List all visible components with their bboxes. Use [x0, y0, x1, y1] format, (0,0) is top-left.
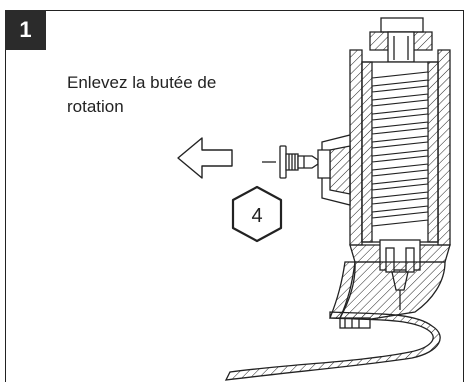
hex-key-size: 4 [251, 205, 262, 227]
rotation-stop-pin [262, 145, 319, 179]
left-arrow-icon [177, 137, 233, 179]
cylinder-assembly [317, 17, 451, 310]
pedal-lever [224, 261, 446, 381]
step-number-badge: 1 [5, 10, 46, 50]
step-frame [5, 10, 464, 382]
hex-key-icon: 4 [231, 185, 283, 243]
instruction-text: Enlevez la butée de rotation [67, 73, 217, 116]
